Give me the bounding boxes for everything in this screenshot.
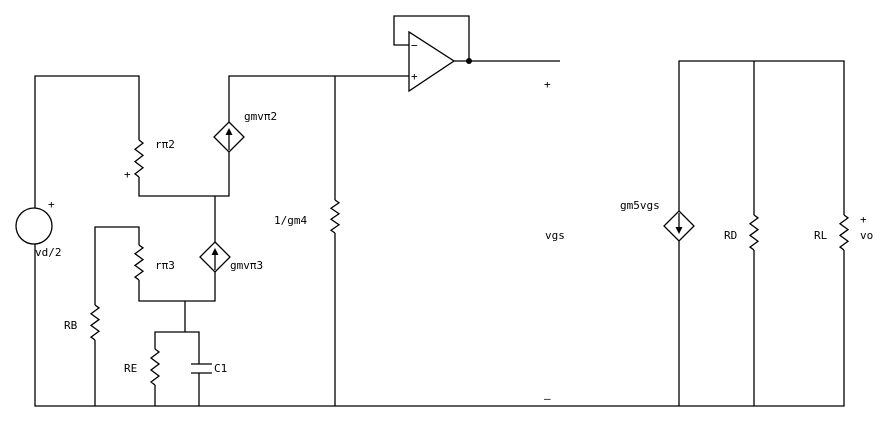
dependent-source-gmvpi3: [199, 241, 231, 273]
vgs-label: vgs: [545, 229, 565, 242]
wire-rpi3-node: [138, 272, 216, 302]
dependent-source-gmvpi2: [213, 121, 245, 153]
resistor-rb: [89, 304, 101, 341]
vo-label: vo: [860, 229, 873, 242]
gm5vgs-label: gm5vgs: [620, 199, 660, 212]
resistor-rpi2: [133, 139, 145, 178]
capacitor-c1: [191, 363, 212, 374]
wire-left-loop: [34, 75, 140, 208]
vo-plus-label: +: [860, 213, 867, 226]
c1-label: C1: [214, 362, 227, 375]
opamp-minus-label: −: [411, 39, 418, 52]
wire-re-c1: [154, 331, 200, 364]
resistor-rd: [748, 214, 760, 251]
source-plus-label: +: [48, 198, 55, 211]
op-amp: − +: [408, 30, 472, 93]
junction-dot: [466, 58, 472, 64]
arrow-up-icon: [211, 248, 219, 255]
wires: [34, 15, 845, 407]
wire-rb-top: [94, 226, 140, 305]
resistor-re: [149, 348, 161, 386]
resistor-rpi3: [133, 244, 145, 281]
wire-opamp-feedback: [393, 15, 470, 61]
rb-label: RB: [64, 319, 78, 332]
opamp-plus-label: +: [411, 70, 418, 83]
rl-label: RL: [814, 229, 828, 242]
gmvpi2-label: gmvπ2: [244, 110, 277, 123]
arrow-down-icon: [675, 227, 683, 234]
gm4-label: 1/gm4: [274, 214, 307, 227]
resistor-rl: [838, 214, 850, 251]
gmvpi3-label: gmvπ3: [230, 259, 263, 272]
wire-left-bottom: [34, 244, 845, 407]
rpi2-plus-label: +: [124, 168, 131, 181]
vgs-plus-label: +: [544, 78, 551, 91]
rpi3-label: rπ3: [155, 259, 175, 272]
resistor-gm4: [329, 199, 341, 234]
vgs-minus-label: –: [544, 392, 551, 405]
arrow-up-icon: [225, 128, 233, 135]
wire-output-top: [678, 60, 845, 215]
wire-rpi2-node: [138, 152, 230, 197]
voltage-source: [15, 207, 53, 245]
dependent-source-gm5vgs: [663, 210, 695, 242]
rpi2-label: rπ2: [155, 138, 175, 151]
wire-gmvpi2-top: [228, 75, 409, 122]
re-label: RE: [124, 362, 137, 375]
source-label: vd/2: [35, 246, 62, 259]
rd-label: RD: [724, 229, 737, 242]
